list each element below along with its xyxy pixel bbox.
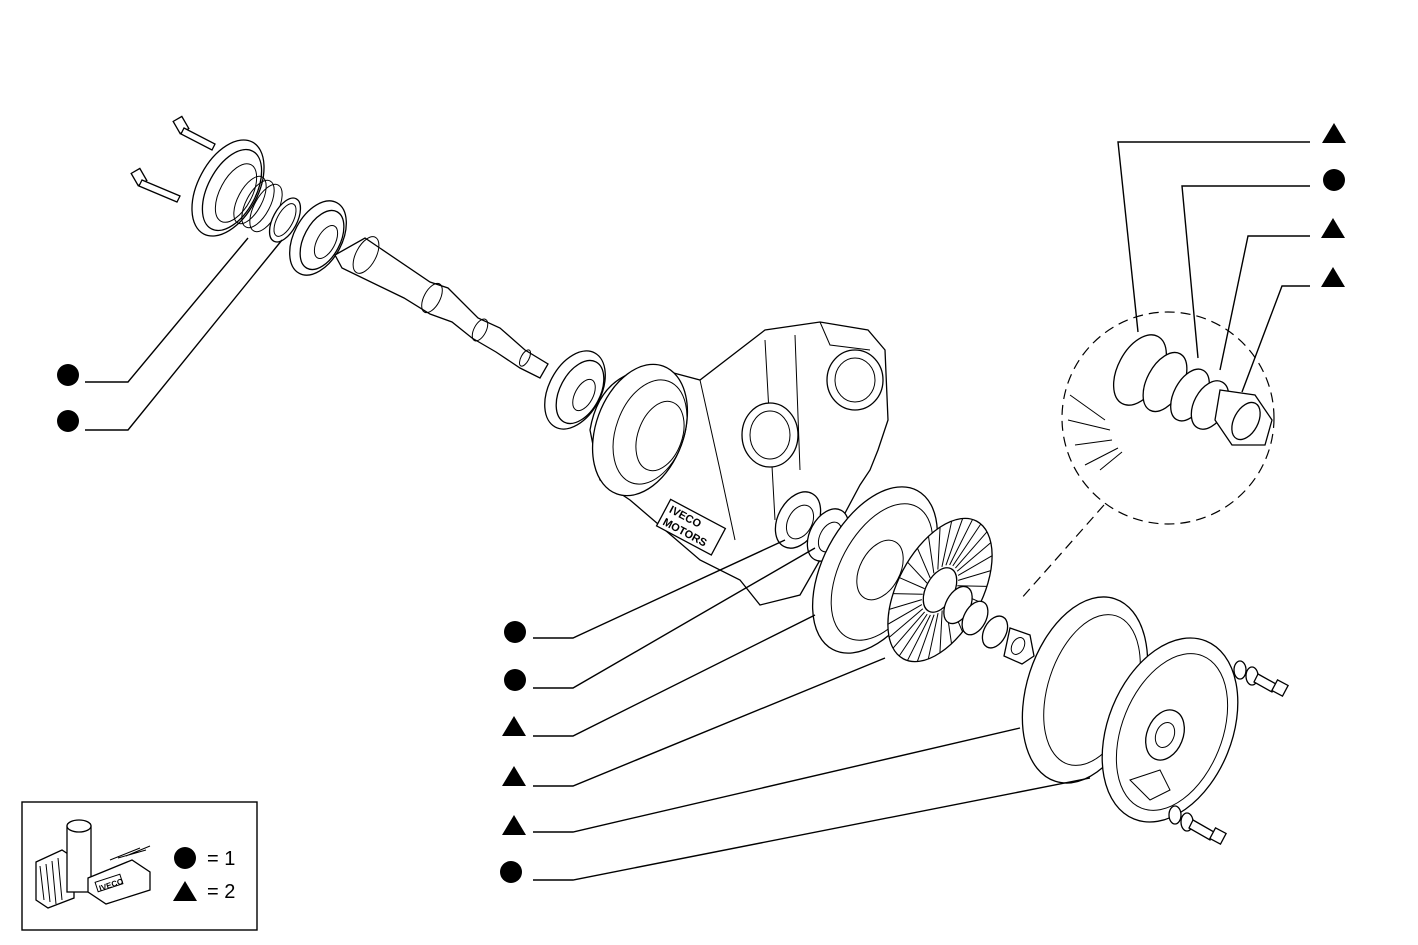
bearing-rear	[544, 350, 606, 430]
fan-blade	[888, 608, 924, 638]
leader-c8	[533, 777, 1091, 881]
fan-blade	[945, 518, 964, 566]
fan-blade	[889, 599, 923, 610]
leader-c5	[533, 614, 816, 737]
callout-c3-circle	[504, 621, 526, 643]
callout-c5-triangle	[502, 716, 526, 736]
flange-plate	[191, 139, 265, 237]
callout-c8-circle	[500, 861, 522, 883]
callout-c2-circle	[57, 410, 79, 432]
callout-c9-triangle	[1322, 123, 1346, 143]
legend-item-triangle-text: = 2	[207, 881, 235, 903]
leader-c6	[533, 657, 886, 787]
fan-blade	[927, 536, 935, 574]
drive-shaft	[334, 237, 549, 379]
leader-c2	[85, 239, 283, 431]
fan-blade	[949, 519, 974, 566]
fan-blade	[927, 613, 939, 660]
legend-item-circle-text: = 1	[207, 848, 235, 870]
fan-blade	[898, 613, 928, 657]
center-nut-stack	[943, 585, 1035, 665]
fan-blade	[916, 614, 935, 662]
legend-circle-marker	[174, 847, 196, 869]
callout-c10-circle	[1323, 169, 1345, 191]
shaft-assembly	[289, 200, 606, 430]
legend-box: IVECO = 1 = 2	[21, 801, 258, 931]
fan-blade	[892, 611, 925, 649]
callout-c1-circle	[57, 364, 79, 386]
leader-lines	[85, 141, 1310, 881]
callout-c7-triangle	[502, 815, 526, 835]
leader-c1	[85, 237, 249, 383]
fan-blade	[937, 527, 941, 570]
callout-c4-circle	[504, 669, 526, 691]
fan-blade	[887, 604, 923, 625]
callout-c11-triangle	[1321, 218, 1345, 238]
leader-c4	[533, 547, 816, 689]
left-flange-assembly	[130, 115, 302, 243]
callout-c6-triangle	[502, 766, 526, 786]
fan-blade	[957, 570, 991, 581]
leader-c11	[1219, 235, 1310, 371]
leader-c3	[533, 539, 786, 639]
leader-c12	[1241, 285, 1310, 393]
fan-blade	[899, 577, 925, 590]
leader-c7	[533, 727, 1021, 833]
fan-blade	[957, 555, 993, 576]
fan-blade	[939, 610, 943, 653]
fan-blade	[907, 561, 928, 584]
leader-c9	[1117, 141, 1310, 333]
leader-c10	[1181, 185, 1310, 359]
rear-bolt-upper	[1233, 660, 1289, 697]
fan-blade	[906, 614, 931, 661]
fan-blade	[957, 585, 987, 587]
callout-markers	[57, 123, 1346, 883]
fan-blade	[955, 531, 988, 569]
rear-cover-assembly	[1021, 596, 1289, 845]
bearing-front	[289, 200, 347, 276]
o-ring	[268, 197, 302, 243]
fan-blade	[952, 523, 982, 567]
bolt-upper	[172, 115, 216, 151]
rear-bolt-lower	[1168, 805, 1227, 845]
fan-blade	[916, 547, 931, 579]
detail-inset	[1019, 311, 1275, 601]
bolt-lower	[130, 167, 181, 203]
fan-blade	[941, 520, 953, 567]
fan-blade	[893, 593, 923, 595]
callout-c12-triangle	[1321, 267, 1345, 287]
legend-triangle-marker	[173, 881, 197, 901]
spring-coil	[233, 175, 283, 233]
fan-blade	[956, 542, 992, 572]
inset-fan-blades	[1067, 394, 1123, 471]
legend-illustration: IVECO	[35, 819, 151, 909]
